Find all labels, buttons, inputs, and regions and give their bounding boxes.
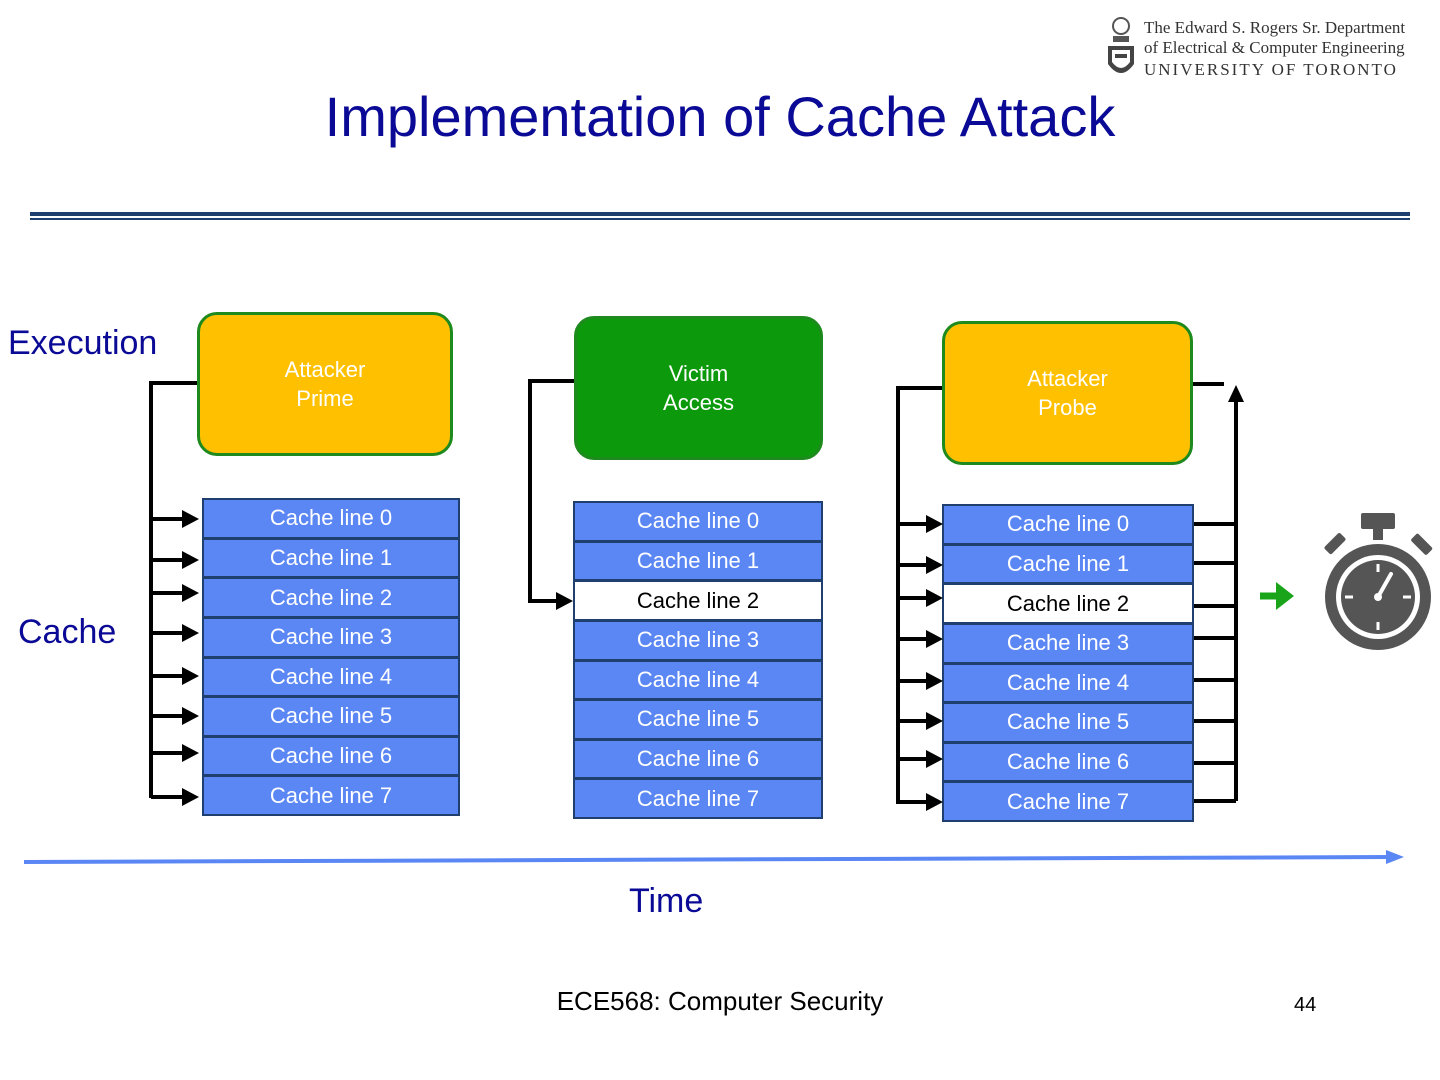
prime-arrows [151,510,199,806]
cache-line-6: Cache line 6 [575,740,821,778]
victim-access-arrow [528,379,574,610]
green-arrow-icon [1260,582,1294,610]
cache-stack-prime: Cache line 0 Cache line 1 Cache line 2 C… [202,498,460,816]
header-rule-top [30,212,1410,216]
cache-line-0: Cache line 0 [944,506,1192,543]
crest-icon [1108,17,1134,73]
cache-line-2-accessed: Cache line 2 [944,585,1192,622]
process-action: Prime [296,386,354,411]
cache-line-1: Cache line 1 [204,539,458,577]
prime-bus [149,381,197,798]
logo-engineering-line: of Electrical & Computer Engineering [1144,38,1405,57]
cache-line-5: Cache line 5 [575,701,821,738]
cache-line-5: Cache line 5 [204,698,458,735]
process-action: Probe [1038,395,1097,420]
logo-department-line: The Edward S. Rogers Sr. Department [1144,18,1406,37]
time-axis [23,850,1404,864]
header-rule-bottom [30,218,1410,220]
cache-line-6: Cache line 6 [944,743,1192,781]
probe-arrows [898,515,943,811]
process-name: Victim [668,361,729,386]
cache-line-0: Cache line 0 [204,500,458,537]
cache-stack-victim: Cache line 0 Cache line 1 Cache line 2 C… [573,501,823,819]
cache-line-3: Cache line 3 [204,618,458,656]
probe-return-bus [1193,382,1238,803]
cache-line-7: Cache line 7 [944,783,1192,820]
cache-stack-probe: Cache line 0 Cache line 1 Cache line 2 C… [942,504,1194,822]
cache-line-4: Cache line 4 [204,658,458,696]
cache-line-0: Cache line 0 [575,503,821,540]
cache-line-5: Cache line 5 [944,704,1192,741]
slide-title: Implementation of Cache Attack [324,85,1116,148]
process-name: Attacker [284,357,366,382]
cache-line-7: Cache line 7 [204,777,458,814]
cache-line-3: Cache line 3 [575,621,821,659]
cache-line-4: Cache line 4 [575,661,821,699]
process-action: Access [663,390,734,415]
cache-line-7: Cache line 7 [575,780,821,817]
cache-line-2-accessed: Cache line 2 [575,582,821,619]
cache-line-4: Cache line 4 [944,664,1192,702]
stopwatch-icon [1324,513,1433,650]
cache-line-1: Cache line 1 [944,545,1192,583]
cache-line-1: Cache line 1 [575,542,821,580]
footer-course: ECE568: Computer Security [556,986,884,1016]
process-name: Attacker [1027,366,1108,391]
cache-label: Cache [18,613,117,651]
probe-bus [896,386,942,804]
time-label: Time [629,882,704,920]
cache-line-2: Cache line 2 [204,579,458,616]
logo-university-line: UNIVERSITY OF TORONTO [1144,60,1398,79]
university-logo: The Edward S. Rogers Sr. Department of E… [1104,14,1434,86]
page-number: 44 [1294,994,1317,1016]
cache-line-6: Cache line 6 [204,737,458,775]
cache-line-3: Cache line 3 [944,624,1192,662]
return-arrow-icon [1228,385,1244,402]
execution-label: Execution [8,324,158,362]
